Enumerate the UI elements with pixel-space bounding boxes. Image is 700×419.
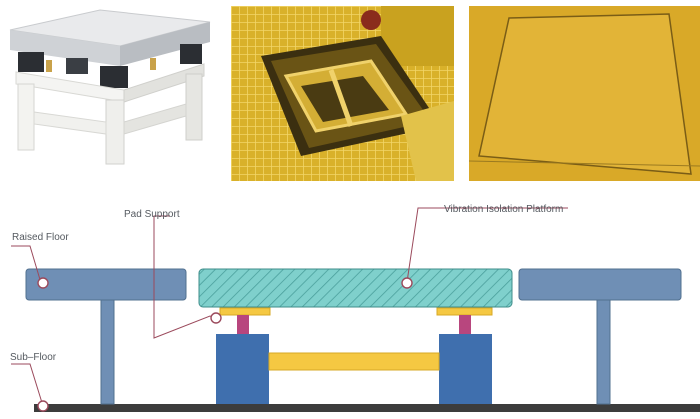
pad-support-left: [219, 307, 271, 316]
pad-support-label: Pad Support: [124, 209, 180, 220]
raised-floor-left-panel: [25, 268, 187, 301]
raised-floor-right-panel: [518, 268, 682, 301]
pit-frame-illustration: [231, 6, 454, 181]
isolation-table-illustration: [9, 9, 211, 165]
support-column-right: [439, 334, 492, 404]
vibration-isolation-table-photo: [0, 0, 216, 170]
floor-panel-illustration: [469, 6, 700, 181]
subfloor-pit-frame-photo: [231, 6, 454, 181]
sub-floor-leader-line: [11, 363, 44, 407]
vibration-isolation-platform: [198, 268, 513, 308]
raised-floor-leader-line: [11, 245, 42, 284]
pad-support-right: [436, 307, 493, 316]
sub-floor-marker: [37, 400, 49, 412]
raised-floor-right-pedestal: [596, 299, 611, 405]
floor-cross-section-diagram: Pad Support Vibration Isolation Platform…: [10, 204, 700, 412]
cross-beam: [268, 352, 440, 371]
vibration-platform-label: Vibration Isolation Platform: [444, 204, 563, 215]
raised-floor-left-pedestal: [100, 299, 115, 405]
support-column-left: [216, 334, 269, 404]
pad-support-marker: [210, 312, 222, 324]
isolator-right: [459, 315, 471, 334]
covered-floor-panel-photo: [469, 6, 700, 181]
sub-floor-slab: [34, 404, 700, 412]
sub-floor-label: Sub–Floor: [10, 352, 57, 363]
raised-floor-label: Raised Floor: [12, 232, 69, 243]
isolator-left: [237, 315, 249, 334]
platform-leader-line: [406, 207, 568, 283]
raised-floor-marker: [37, 277, 49, 289]
platform-marker: [401, 277, 413, 289]
